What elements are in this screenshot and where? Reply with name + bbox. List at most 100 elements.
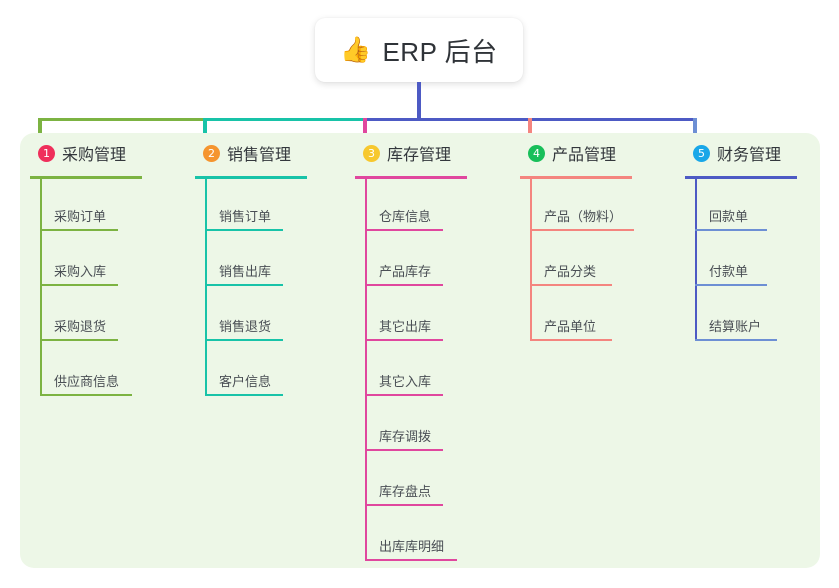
column-header-1[interactable]: 1 采购管理	[20, 133, 180, 173]
column-number-badge: 2	[203, 144, 220, 162]
list-item-underline	[365, 559, 457, 561]
list-item-label: 其它入库	[379, 374, 432, 389]
list-item-underline	[365, 339, 443, 341]
list-item-label: 库存盘点	[379, 484, 432, 499]
list-item[interactable]: 产品单位	[510, 289, 670, 344]
column-spine	[695, 179, 697, 341]
list-item-label: 供应商信息	[54, 374, 120, 389]
list-item-label: 产品库存	[379, 264, 432, 279]
list-item-underline	[365, 504, 443, 506]
column-number-badge: 1	[38, 144, 55, 162]
list-item-label: 产品分类	[544, 264, 597, 279]
list-item[interactable]: 销售订单	[185, 179, 345, 234]
list-item-underline	[365, 284, 443, 286]
branch-drop-2	[203, 118, 207, 145]
list-item-label: 出库库明细	[379, 539, 445, 554]
list-item[interactable]: 付款单	[675, 234, 835, 289]
list-item[interactable]: 产品（物料）	[510, 179, 670, 234]
column-spine	[205, 179, 207, 396]
list-item-label: 采购退货	[54, 319, 107, 334]
list-item-underline	[695, 229, 767, 231]
list-item-underline	[205, 339, 283, 341]
branch-drop-3	[363, 118, 367, 145]
mindmap-column-1: 1 采购管理采购订单采购入库采购退货供应商信息	[20, 133, 180, 396]
list-item-label: 采购订单	[54, 209, 107, 224]
list-item[interactable]: 采购订单	[20, 179, 180, 234]
mindmap-column-5: 5 财务管理回款单付款单结算账户	[675, 133, 835, 341]
root-trunk-line	[417, 82, 421, 121]
list-item-underline	[40, 284, 118, 286]
list-item[interactable]: 库存盘点	[345, 454, 505, 509]
list-item-underline	[695, 284, 767, 286]
column-item-list: 仓库信息产品库存其它出库其它入库库存调拨库存盘点出库库明细	[345, 179, 505, 564]
column-title: 销售管理	[227, 147, 292, 164]
column-spine	[530, 179, 532, 341]
list-item-underline	[40, 229, 118, 231]
list-item-underline	[365, 229, 443, 231]
list-item-underline	[530, 229, 634, 231]
root-node-card[interactable]: 👍 ERP 后台	[315, 18, 523, 82]
list-item[interactable]: 销售出库	[185, 234, 345, 289]
branch-drop-1	[38, 118, 42, 145]
list-item-label: 销售出库	[219, 264, 272, 279]
list-item-label: 仓库信息	[379, 209, 432, 224]
column-header-underline	[30, 176, 142, 179]
list-item-label: 产品（物料）	[544, 209, 623, 224]
list-item-label: 客户信息	[219, 374, 272, 389]
list-item-label: 付款单	[709, 264, 749, 279]
column-header-underline	[355, 176, 467, 179]
column-header-underline	[195, 176, 307, 179]
bus-segment-teal	[205, 118, 365, 121]
list-item-underline	[365, 449, 443, 451]
list-item-underline	[205, 229, 283, 231]
root-node-title: ERP 后台	[382, 36, 498, 67]
column-spine	[40, 179, 42, 396]
column-title: 采购管理	[62, 147, 127, 164]
column-title: 产品管理	[552, 147, 617, 164]
list-item-underline	[530, 284, 612, 286]
list-item-label: 其它出库	[379, 319, 432, 334]
list-item[interactable]: 客户信息	[185, 344, 345, 399]
list-item[interactable]: 产品库存	[345, 234, 505, 289]
list-item[interactable]: 产品分类	[510, 234, 670, 289]
list-item[interactable]: 采购退货	[20, 289, 180, 344]
column-spine	[365, 179, 367, 561]
column-header-2[interactable]: 2 销售管理	[185, 133, 345, 173]
list-item-underline	[40, 394, 132, 396]
list-item-label: 产品单位	[544, 319, 597, 334]
list-item-underline	[205, 284, 283, 286]
list-item[interactable]: 销售退货	[185, 289, 345, 344]
list-item[interactable]: 采购入库	[20, 234, 180, 289]
list-item-underline	[365, 394, 443, 396]
list-item-label: 回款单	[709, 209, 749, 224]
column-item-list: 采购订单采购入库采购退货供应商信息	[20, 179, 180, 399]
column-item-list: 产品（物料） 产品分类产品单位	[510, 179, 670, 344]
list-item[interactable]: 仓库信息	[345, 179, 505, 234]
list-item[interactable]: 出库库明细	[345, 509, 505, 564]
column-header-underline	[685, 176, 797, 179]
mindmap-panel: 1 采购管理采购订单采购入库采购退货供应商信息 2 销售管理销售订单销售出库销售退货客…	[20, 133, 820, 568]
list-item[interactable]: 回款单	[675, 179, 835, 234]
list-item[interactable]: 其它入库	[345, 344, 505, 399]
list-item[interactable]: 其它出库	[345, 289, 505, 344]
branch-drop-4	[528, 118, 532, 145]
column-number-badge: 5	[693, 144, 710, 162]
list-item-underline	[205, 394, 283, 396]
column-title: 财务管理	[717, 147, 782, 164]
column-header-5[interactable]: 5 财务管理	[675, 133, 835, 173]
thumbs-up-icon: 👍	[340, 35, 372, 64]
list-item-label: 销售订单	[219, 209, 272, 224]
list-item-label: 采购入库	[54, 264, 107, 279]
list-item[interactable]: 供应商信息	[20, 344, 180, 399]
list-item[interactable]: 库存调拨	[345, 399, 505, 454]
list-item-label: 库存调拨	[379, 429, 432, 444]
column-title: 库存管理	[387, 147, 452, 164]
list-item-label: 结算账户	[709, 319, 762, 334]
list-item-label: 销售退货	[219, 319, 272, 334]
bus-segment-green	[40, 118, 205, 121]
list-item[interactable]: 结算账户	[675, 289, 835, 344]
